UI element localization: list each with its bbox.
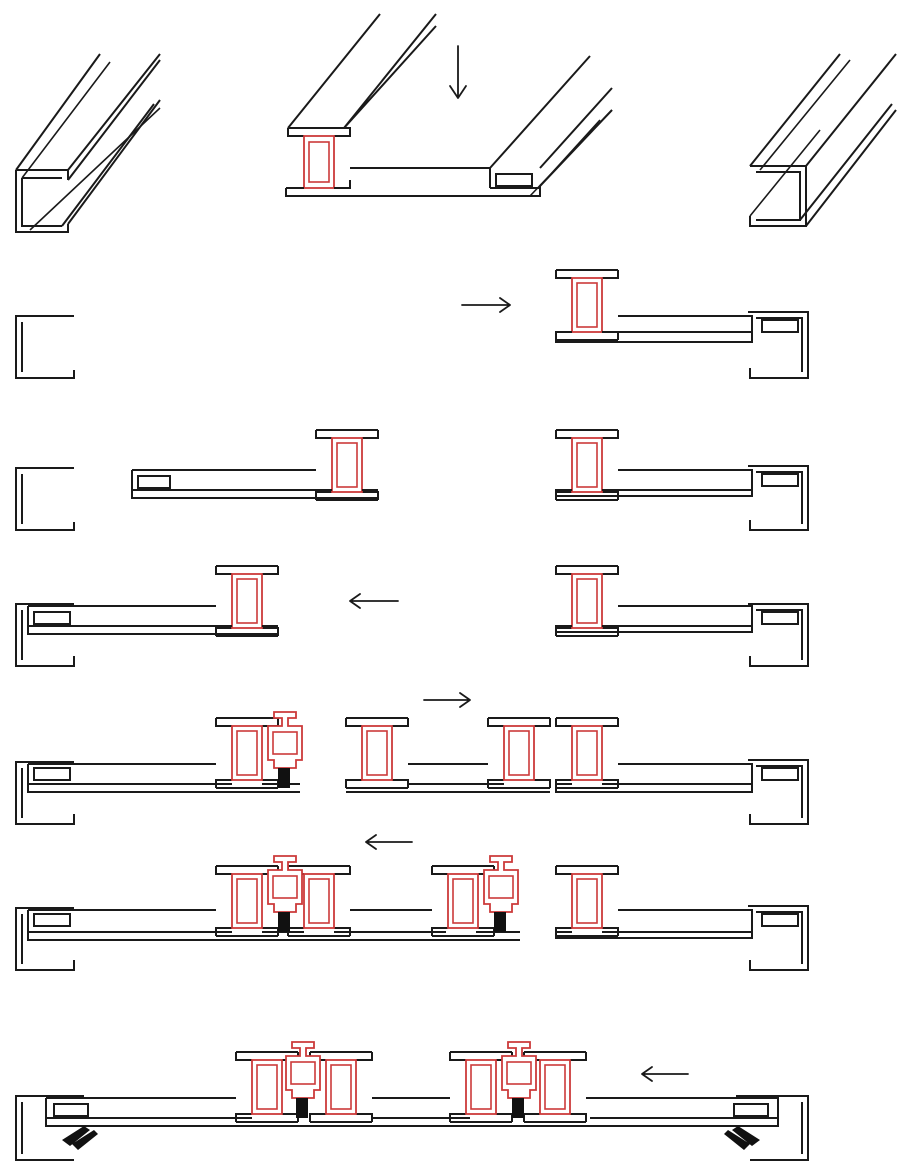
left-channel [15,1095,84,1161]
panel-body [45,1097,779,1127]
left-channel [15,467,75,531]
arrow-down-icon [449,45,467,99]
middle-panel [131,429,379,501]
right-panel [555,269,809,379]
right-panel [555,717,809,825]
left-channel-iso [15,53,161,233]
arrow-left-icon [365,834,413,850]
center-panel-iso [285,13,613,197]
right-seal-icon [724,1126,760,1150]
right-panel [555,565,809,667]
left-panel [15,565,279,667]
left-seal-icon [62,1126,98,1150]
right-channel-iso [749,53,897,227]
step-3 [15,429,809,531]
arrow-right-icon [423,692,471,708]
step-4 [15,565,809,667]
right-panel [555,865,809,971]
left-assembly [15,855,520,971]
step-1-isometric-profiles [15,13,897,233]
step-5 [15,692,809,825]
left-panel [15,711,303,825]
right-channel [736,1095,809,1161]
arrow-left-icon [349,593,399,609]
arrow-left-icon [641,1066,689,1082]
arrow-right-icon [461,297,511,313]
right-panel [555,429,809,531]
center-panel [345,717,551,793]
step-6 [15,834,809,971]
step-7-final-assembly [15,1041,809,1161]
left-channel [15,315,75,379]
step-2 [15,269,809,379]
